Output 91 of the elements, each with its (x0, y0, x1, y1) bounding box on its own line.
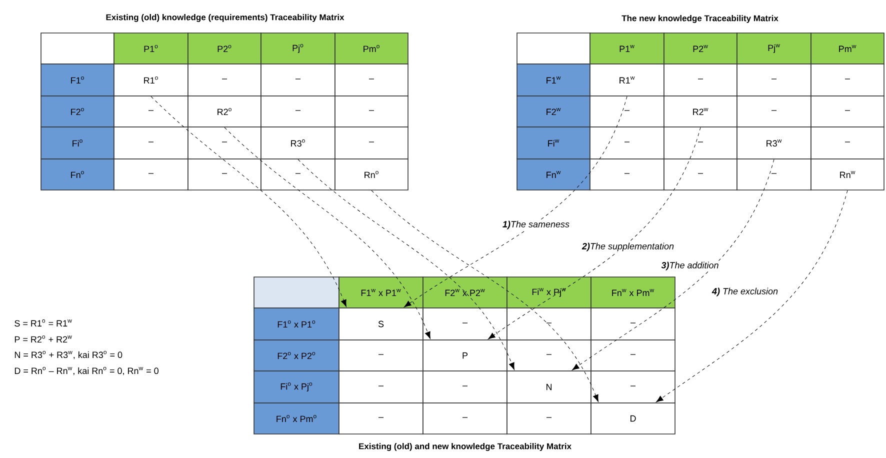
table-cell: – (590, 370, 676, 404)
table-cell: Rn$^{o}$ (334, 158, 408, 190)
table-cell: – (810, 96, 884, 128)
table-cell: – (334, 126, 408, 160)
formula-text: D = Rn$^{o}$ – Rn$^{w}$, kai Rn$^{o}$ = 0, Rn$^{w}$ = 0 (14, 366, 158, 376)
table-cell: – (114, 126, 188, 160)
formula-text: S = R1$^{o}$ = R1$^{w}$ (14, 319, 72, 327)
table-cell: P (422, 340, 508, 372)
table-title: Existing (old) knowledge (requirements) Traceability Matrix (106, 14, 344, 22)
table-cell: R2$^{o}$ (188, 96, 262, 128)
row-header-cell: Fn$^{o}$ (40, 158, 114, 190)
table-cell: R3$^{o}$ (260, 126, 336, 160)
table-cell: – (590, 158, 664, 190)
row-header-cell: F2$^{w}$ (516, 96, 590, 128)
dashed-arrow (224, 127, 430, 339)
table-cell: – (334, 64, 408, 96)
dashed-arrow (656, 190, 848, 402)
table-title: The new knowledge Traceability Matrix (622, 15, 778, 23)
row-header-cell: Fi$^{w}$ (516, 126, 590, 160)
table-cell: – (506, 308, 592, 340)
header-cell: Pj$^{w}$ (736, 32, 812, 64)
row-header-cell: F2$^{o}$ (40, 96, 114, 128)
table-cell: – (260, 158, 336, 190)
header-cell: P2$^{w}$ (664, 32, 738, 64)
table-cell: – (590, 96, 664, 128)
dashed-arrow (150, 96, 346, 307)
table-cell: – (506, 402, 592, 434)
table-cell: – (188, 158, 262, 190)
edge-label: 2)The supplementation (580, 242, 676, 252)
table-cell: – (664, 126, 738, 160)
table-cell: – (664, 64, 738, 96)
table-cell: S (338, 308, 424, 340)
table-cell: – (506, 340, 592, 372)
table-cell: – (590, 308, 676, 340)
table-cell: R1$^{w}$ (590, 64, 664, 96)
table-cell: R3$^{w}$ (736, 126, 812, 160)
table-cell: – (188, 126, 262, 160)
table-cell: – (664, 158, 738, 190)
table-cell: – (736, 64, 812, 96)
header-cell: Pm$^{w}$ (810, 32, 884, 64)
table-cell: – (188, 64, 262, 96)
dashed-arrow (404, 96, 628, 308)
table-cell: – (114, 158, 188, 190)
header-cell: P1$^{w}$ (590, 32, 664, 64)
table-cell: – (422, 370, 508, 404)
edge-label: 1)The sameness (502, 220, 571, 230)
table-cell: – (422, 308, 508, 340)
table-cell: – (810, 126, 884, 160)
dashed-arrow (572, 159, 774, 370)
table-cell: – (736, 158, 812, 190)
table-cell: – (810, 64, 884, 96)
row-header-cell: F1$^{w}$ (516, 64, 590, 96)
dashed-arrow (488, 127, 701, 340)
row-header-cell: F1$^{o}$ (40, 64, 114, 96)
table-cell: – (334, 96, 408, 128)
table-cell: R1$^{o}$ (114, 64, 188, 96)
header-cell: Fn$^{w}$ x Pm$^{w}$ (590, 276, 676, 308)
header-cell: Pm$^{o}$ (334, 32, 408, 64)
row-header-cell: Fi$^{o}$ x Pj$^{o}$ (254, 370, 340, 404)
table-cell: Rn$^{w}$ (810, 158, 884, 190)
row-header-cell: F1$^{o}$ x P1$^{o}$ (254, 308, 340, 340)
header-cell: Pj$^{o}$ (260, 32, 336, 64)
table-cell: R2$^{w}$ (664, 96, 738, 128)
formula-text: N = R3$^{o}$ + R3$^{w}$, kai R3$^{o}$ = 0 (14, 350, 122, 360)
header-cell: F1$^{w}$ x P1$^{w}$ (338, 276, 424, 308)
header-cell: P1$^{o}$ (114, 32, 188, 64)
row-header-cell: Fi$^{o}$ (40, 126, 114, 160)
table-cell: – (338, 402, 424, 434)
table-cell: N (506, 370, 592, 404)
table-cell: – (260, 64, 336, 96)
table-cell: – (260, 96, 336, 128)
header-cell: F2$^{w}$ x P2$^{w}$ (422, 276, 508, 308)
row-header-cell: Fn$^{o}$ x Pm$^{o}$ (254, 402, 340, 434)
row-header-cell: Fn$^{w}$ (516, 158, 590, 190)
dashed-arrow (371, 190, 598, 402)
table-cell: – (590, 340, 676, 372)
row-header-cell: F2$^{o}$ x P2$^{o}$ (254, 340, 340, 372)
dashed-arrow (298, 159, 514, 370)
table-cell: – (338, 340, 424, 372)
table-cell: – (590, 126, 664, 160)
table-title: Existing (old) and new knowledge Traceability Matrix (359, 443, 572, 451)
table-cell: – (338, 370, 424, 404)
table-cell: – (422, 402, 508, 434)
header-cell: P2$^{o}$ (188, 32, 262, 64)
edge-label: 3)The addition (660, 260, 720, 272)
formula-text: P = R2$^{o}$ + R2$^{w}$ (14, 335, 72, 343)
header-cell: Fi$^{w}$ x Pj$^{w}$ (506, 276, 592, 308)
table-cell: D (590, 402, 676, 434)
table-cell: – (736, 96, 812, 128)
table-cell: – (114, 96, 188, 128)
edge-label: 4) The exclusion (711, 286, 780, 298)
